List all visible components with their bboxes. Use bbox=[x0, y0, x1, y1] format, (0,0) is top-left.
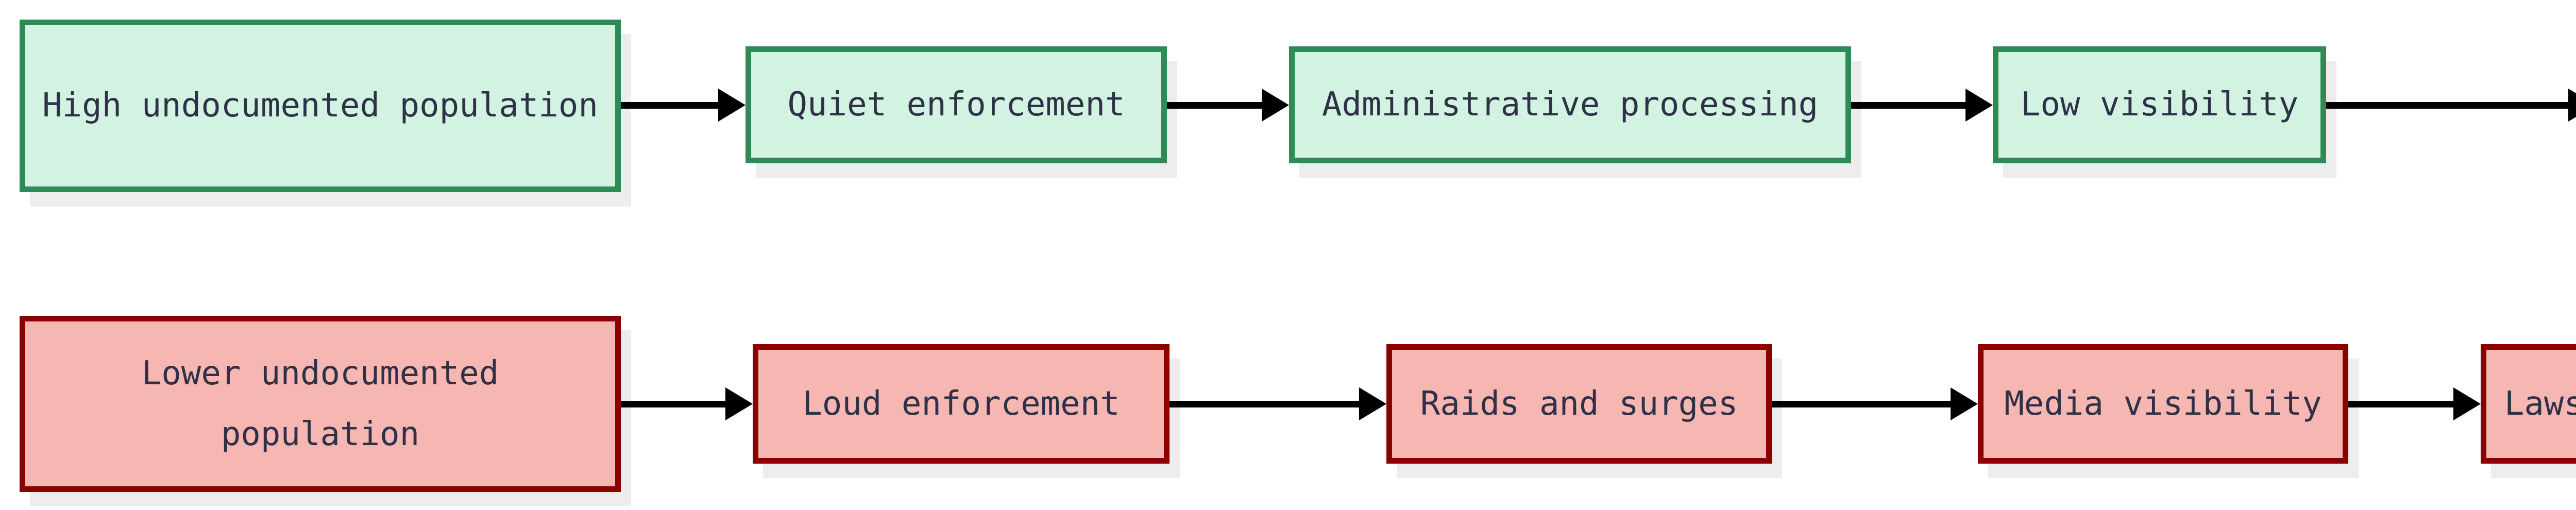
arrow-shaft bbox=[621, 101, 718, 109]
flow-node-media-visibility: Media visibility bbox=[1978, 344, 2348, 464]
node-label: Lower undocumented population bbox=[141, 354, 499, 453]
arrow-shaft bbox=[1167, 101, 1262, 109]
node-label: Loud enforcement bbox=[802, 384, 1120, 423]
flow-arrow-quiet-3 bbox=[1851, 89, 1993, 122]
flow-arrow-loud-3 bbox=[1772, 387, 1978, 420]
arrowhead-icon bbox=[1359, 387, 1386, 420]
node-label: Administrative processing bbox=[1321, 86, 1819, 124]
arrowhead-icon bbox=[1951, 387, 1978, 420]
flow-arrow-quiet-1 bbox=[621, 89, 745, 122]
flow-node-low-visibility: Low visibility bbox=[1993, 46, 2326, 163]
arrowhead-icon bbox=[725, 387, 753, 420]
arrow-shaft bbox=[1851, 101, 1965, 109]
flow-node-raids-and-surges: Raids and surges bbox=[1386, 344, 1772, 464]
arrow-shaft bbox=[621, 400, 725, 407]
arrow-shaft bbox=[2326, 101, 2568, 109]
node-label: High undocumented population bbox=[42, 87, 598, 125]
arrow-shaft bbox=[2348, 400, 2453, 407]
flow-node-loud-enforcement: Loud enforcement bbox=[753, 344, 1170, 464]
arrowhead-icon bbox=[718, 89, 745, 122]
arrowhead-icon bbox=[2453, 387, 2481, 420]
node-label: Lawsuits and court action bbox=[2504, 384, 2576, 423]
arrowhead-icon bbox=[1965, 89, 1993, 122]
arrowhead-icon bbox=[2568, 89, 2576, 122]
flow-arrow-loud-1 bbox=[621, 387, 753, 420]
flow-arrow-loud-4 bbox=[2348, 387, 2481, 420]
node-label: Quiet enforcement bbox=[787, 86, 1125, 124]
arrow-shaft bbox=[1170, 400, 1359, 407]
flow-node-quiet-enforcement: Quiet enforcement bbox=[745, 46, 1167, 163]
node-label: Low visibility bbox=[2020, 86, 2299, 124]
arrowhead-icon bbox=[1262, 89, 1289, 122]
flow-node-lawsuits-and-court-action: Lawsuits and court action bbox=[2481, 344, 2576, 464]
node-label: Raids and surges bbox=[1420, 384, 1738, 423]
flow-arrow-quiet-2 bbox=[1167, 89, 1289, 122]
flow-node-high-undocumented-population: High undocumented population bbox=[20, 20, 621, 192]
flow-arrow-quiet-4 bbox=[2326, 89, 2576, 122]
flow-arrow-loud-2 bbox=[1170, 387, 1386, 420]
flow-node-lower-undocumented-population: Lower undocumented population bbox=[20, 316, 621, 492]
node-label: Media visibility bbox=[2004, 384, 2322, 423]
flow-node-administrative-processing: Administrative processing bbox=[1289, 46, 1851, 163]
arrow-shaft bbox=[1772, 400, 1951, 407]
